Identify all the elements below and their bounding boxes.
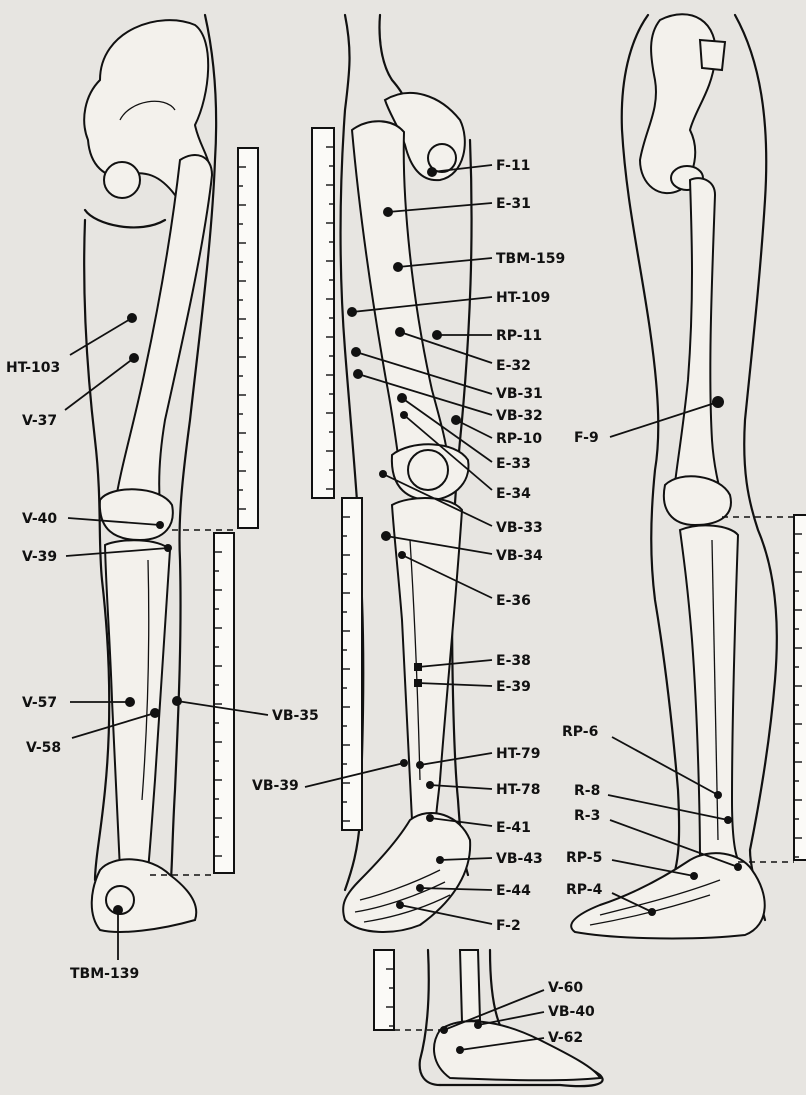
point-e-33-label: E-33 [496, 456, 531, 472]
point-rp-4-label: RP-4 [566, 882, 603, 898]
point-e-44-label: E-44 [496, 883, 531, 899]
point-ht-109-label: HT-109 [496, 290, 550, 306]
point-vb-39-label: VB-39 [252, 778, 299, 794]
point-e-36-label: E-36 [496, 593, 531, 609]
point-vb-40-label: VB-40 [548, 1004, 595, 1020]
point-vb-33-label: VB-33 [496, 520, 543, 536]
point-v-62-label: V-62 [548, 1030, 583, 1046]
point-v-37-label: V-37 [22, 413, 57, 429]
point-tbm-139-label: TBM-139 [70, 966, 139, 982]
point-v-58-label: V-58 [26, 740, 61, 756]
point-rp-10-label: RP-10 [496, 431, 542, 447]
point-e-38-label: E-38 [496, 653, 531, 669]
point-rp-6-label: RP-6 [562, 724, 598, 740]
point-vb-31-label: VB-31 [496, 386, 543, 402]
point-ht-78-label: HT-78 [496, 782, 541, 798]
point-v-40-label: V-40 [22, 511, 57, 527]
point-v-57-label: V-57 [22, 695, 57, 711]
point-rp-11-label: RP-11 [496, 328, 542, 344]
point-f-9-label: F-9 [574, 430, 599, 446]
point-e-31-label: E-31 [496, 196, 531, 212]
point-ht-103-label: HT-103 [6, 360, 60, 376]
point-f-11-label: F-11 [496, 158, 530, 174]
point-r-3-label: R-3 [574, 808, 600, 824]
point-e-34-label: E-34 [496, 486, 531, 502]
point-vb-35-label: VB-35 [272, 708, 319, 724]
point-v-39-label: V-39 [22, 549, 57, 565]
point-vb-32-label: VB-32 [496, 408, 543, 424]
point-rp-5-label: RP-5 [566, 850, 602, 866]
point-e-32-label: E-32 [496, 358, 531, 374]
point-vb-34-label: VB-34 [496, 548, 543, 564]
point-ht-79-label: HT-79 [496, 746, 541, 762]
point-e-41-label: E-41 [496, 820, 531, 836]
point-tbm-159-label: TBM-159 [496, 251, 565, 267]
point-vb-43-label: VB-43 [496, 851, 543, 867]
point-f-2-label: F-2 [496, 918, 521, 934]
point-r-8-label: R-8 [574, 783, 600, 799]
point-v-60-label: V-60 [548, 980, 583, 996]
point-e-39-label: E-39 [496, 679, 531, 695]
